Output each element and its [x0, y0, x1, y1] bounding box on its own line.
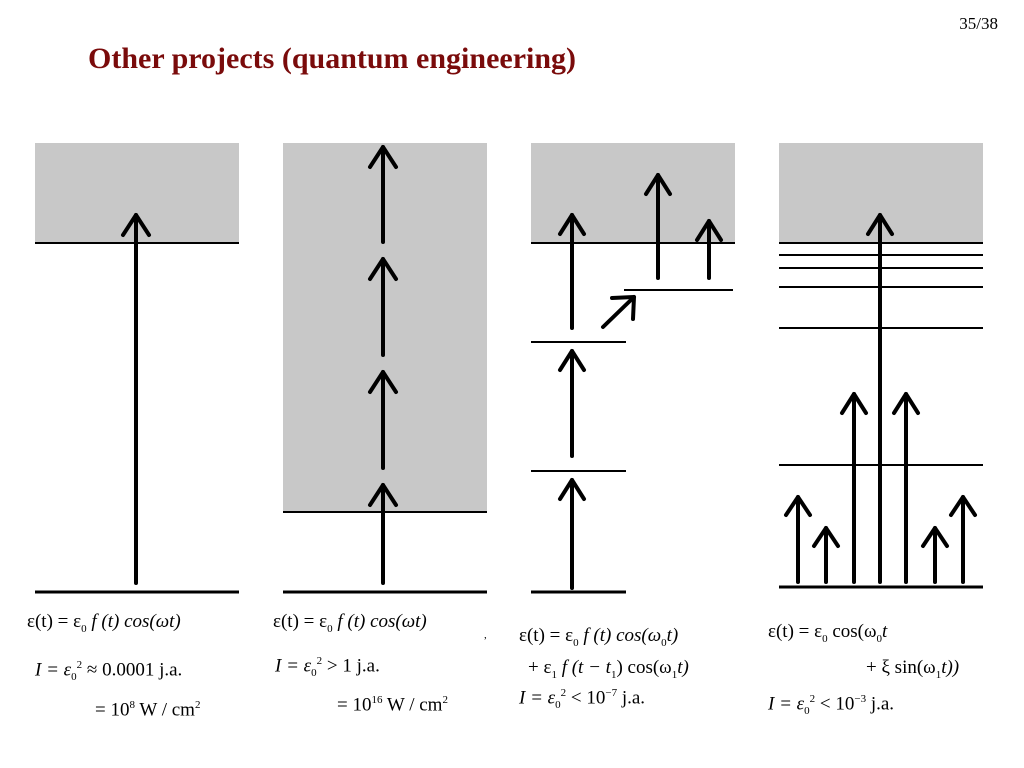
photon-arrow [695, 219, 723, 280]
intensity-conversion: = 1016 W / cm2 [337, 694, 448, 716]
page-number: 35/38 [959, 14, 998, 33]
photon-arrow [866, 213, 894, 584]
field-equation: ε(t) = ε0 f (t) cos(ωt) [273, 611, 427, 635]
intensity-equation: I = ε02 > 1 j.a. [275, 655, 380, 680]
panel-3 [531, 143, 735, 594]
panel-1 [35, 143, 239, 594]
photon-arrow [644, 173, 672, 280]
stray-mark: , [484, 629, 487, 641]
field-equation-continued: + ε1 f (t − t1) cos(ω1t) [528, 657, 689, 681]
intensity-conversion: = 108 W / cm2 [95, 699, 201, 721]
slide-title: Other projects (quantum engineering) [88, 42, 577, 75]
field-equation-continued: + ξ sin(ω1t)) [866, 657, 960, 681]
panel-4 [779, 143, 983, 589]
transition-arrow [121, 213, 151, 585]
field-equation: ε(t) = ε0 f (t) cos(ω0t) [519, 625, 679, 649]
photon-arrow [368, 483, 398, 585]
photon-arrow [558, 213, 586, 330]
photon-arrow [812, 526, 840, 584]
intensity-equation: I = ε02 ≈ 0.0001 j.a. [35, 659, 183, 684]
photon-arrow [368, 257, 398, 357]
photon-arrow [558, 478, 586, 590]
photon-arrow [368, 145, 398, 244]
panel-2 [283, 143, 487, 594]
field-equation: ε(t) = ε0 cos(ω0t [768, 621, 888, 645]
photon-arrow [784, 495, 812, 584]
photon-arrow [368, 370, 398, 470]
field-equation: ε(t) = ε0 f (t) cos(ωt) [27, 611, 181, 635]
photon-arrow [558, 349, 586, 458]
intensity-equation: I = ε02 < 10−7 j.a. [519, 687, 646, 712]
photon-arrow [892, 392, 920, 584]
photon-arrow [840, 392, 868, 584]
intensity-equation: I = ε02 < 10−3 j.a. [768, 693, 895, 718]
photon-arrow [921, 526, 949, 584]
photon-arrow [949, 495, 977, 584]
transfer-arrow [601, 295, 636, 329]
